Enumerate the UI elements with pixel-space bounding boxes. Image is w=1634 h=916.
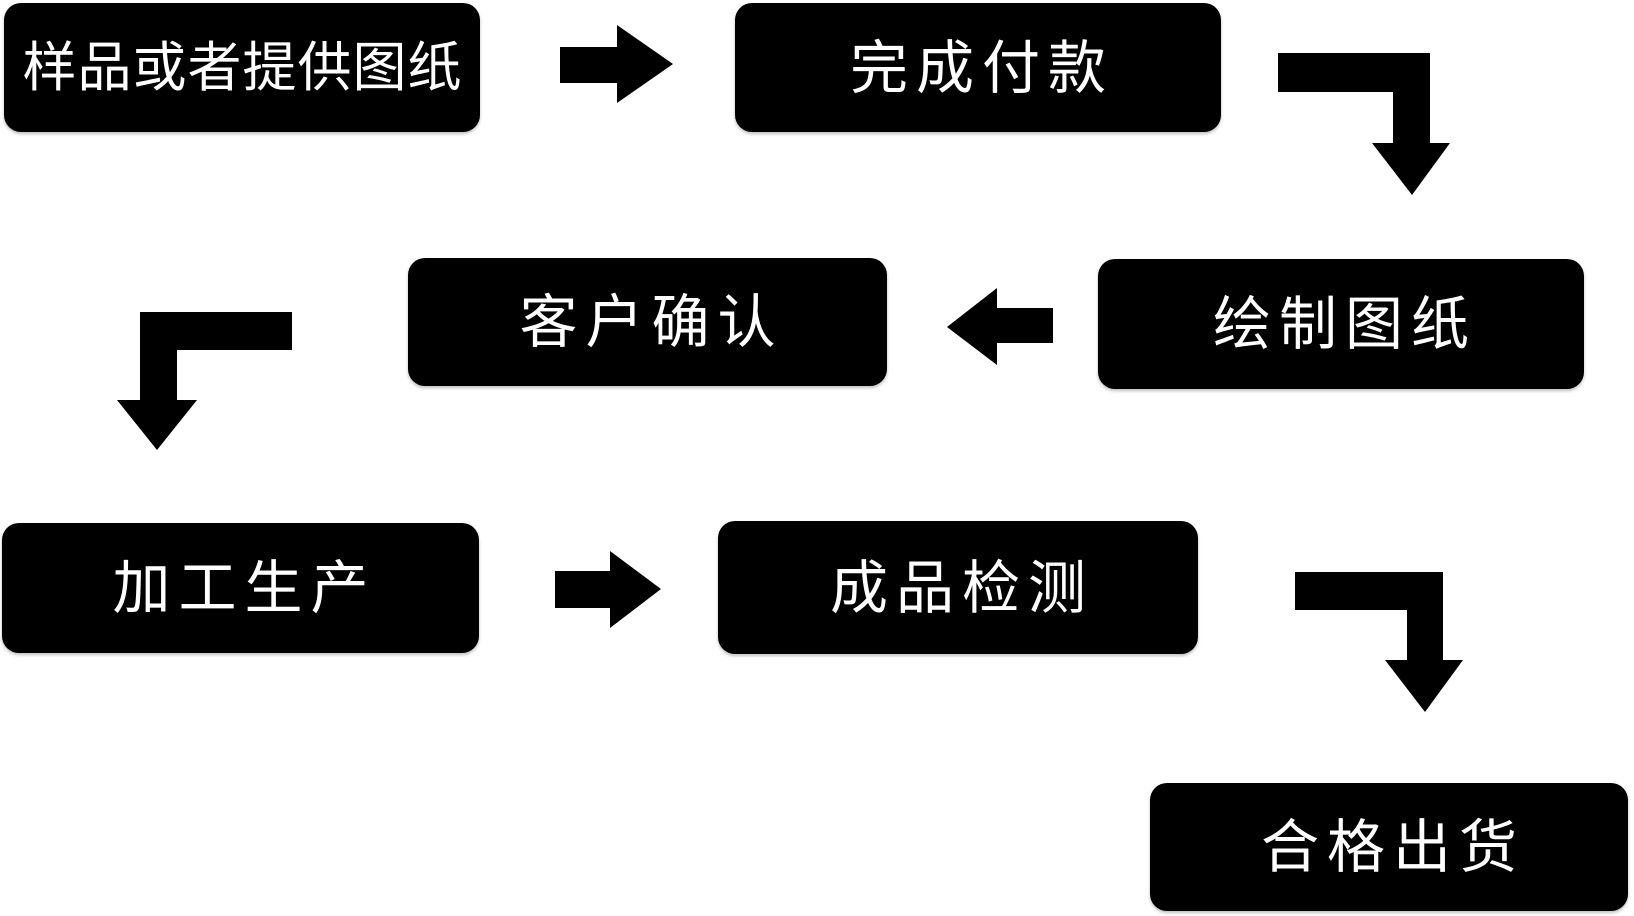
arrow-confirm-to-production-shape — [117, 312, 292, 450]
node-label: 绘制图纸 — [1212, 290, 1477, 358]
arrow-payment-to-drawing-shape — [1278, 53, 1450, 195]
arrow-inspection-to-shipment-shape — [1295, 572, 1463, 712]
node-label: 完成付款 — [849, 33, 1114, 102]
arrow-production-to-inspection-shape — [555, 551, 661, 628]
arrow-sample-to-payment-shape — [560, 25, 673, 103]
node-customer-confirmation: 客户确认 — [408, 258, 887, 386]
node-label: 合格出货 — [1260, 813, 1525, 881]
node-label: 样品或者提供图纸 — [22, 35, 463, 99]
elbow-left-down-arrow-icon — [117, 312, 292, 450]
node-label: 成品检测 — [829, 553, 1094, 622]
right-arrow-icon — [555, 551, 661, 628]
node-processing-production: 加工生产 — [2, 523, 479, 653]
elbow-right-down-arrow-icon — [1278, 53, 1450, 195]
node-label: 加工生产 — [112, 554, 377, 622]
node-label: 客户确认 — [519, 288, 784, 356]
node-sample-or-provide-drawing: 样品或者提供图纸 — [4, 3, 480, 132]
node-qualified-shipment: 合格出货 — [1150, 783, 1628, 911]
elbow-right-down-arrow-icon — [1295, 572, 1463, 712]
node-complete-payment: 完成付款 — [735, 3, 1221, 132]
left-arrow-icon — [947, 288, 1053, 365]
right-arrow-icon — [560, 25, 673, 103]
arrow-drawing-to-confirm-shape — [947, 288, 1053, 365]
node-draw-drawing: 绘制图纸 — [1098, 259, 1584, 389]
node-finished-product-inspection: 成品检测 — [718, 521, 1198, 654]
